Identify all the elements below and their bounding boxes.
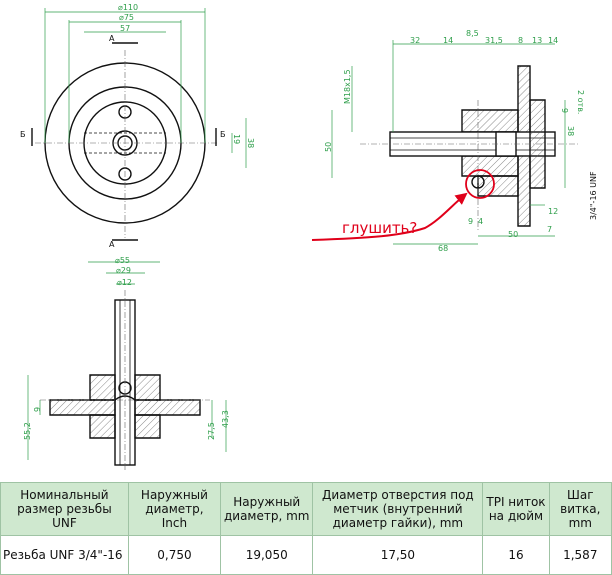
- dim-d55: ⌀55: [115, 256, 130, 265]
- dim-27-5: 27,5: [207, 422, 216, 440]
- dim-50-bottom: 50: [508, 230, 518, 239]
- side-section-view: 32 14 8,5 31,5 8 13 14 50 M18x1,5 9 38 2…: [311, 29, 598, 253]
- bore-end: [114, 395, 136, 401]
- dim-4: 4: [478, 217, 483, 226]
- dim-57: 57: [120, 24, 130, 33]
- technical-drawing: ⌀110 ⌀75 57 А А Б Б 19 38: [20, 3, 598, 470]
- table-header-row: Номинальный размер резьбы UNF Наружный д…: [0, 482, 612, 536]
- dim-14a: 14: [443, 36, 453, 45]
- dim-14b: 14: [548, 36, 558, 45]
- dim-9-bottom: 9: [468, 217, 473, 226]
- dim-12: 12: [548, 207, 558, 216]
- annotation-arrow: [311, 192, 468, 241]
- dim-9-bottom-view: 9: [33, 407, 42, 412]
- thread-spec-table: Номинальный размер резьбы UNF Наружный д…: [0, 482, 612, 575]
- dim-32: 32: [410, 36, 420, 45]
- dim-8: 8: [518, 36, 523, 45]
- dim-9: 9: [560, 108, 569, 113]
- dim-68: 68: [438, 244, 448, 253]
- dim-d12: ⌀12: [117, 278, 132, 287]
- section-letter-a-bottom: А: [109, 240, 115, 249]
- annotation-circle: [465, 169, 495, 199]
- section-letter-b-left: Б: [20, 130, 26, 139]
- annotation-text: глушить?: [342, 219, 417, 237]
- dim-50-left: 50: [324, 142, 333, 152]
- dim-13: 13: [532, 36, 542, 45]
- cell-tap-hole-diameter: 17,50: [312, 535, 484, 575]
- header-tap-hole-diameter: Диаметр отверстия под метчик (внутренний…: [312, 482, 484, 536]
- bottom-section-view: ⌀55 ⌀29 ⌀12 9 55,2 27,5 43,3: [23, 256, 230, 470]
- cell-pitch: 1,587: [548, 535, 612, 575]
- dim-31-5: 31,5: [485, 36, 503, 45]
- table-row: Резьба UNF 3/4"-16 0,750 19,050 17,50 16…: [0, 535, 612, 575]
- dim-43-3: 43,3: [221, 410, 230, 428]
- front-view: ⌀110 ⌀75 57 А А Б Б 19 38: [20, 3, 255, 249]
- dim-8-5: 8,5: [466, 29, 479, 38]
- cell-outer-diameter-inch: 0,750: [127, 535, 222, 575]
- dim-7: 7: [547, 225, 552, 234]
- cell-tpi: 16: [482, 535, 550, 575]
- dim-d75: ⌀75: [119, 13, 134, 22]
- header-tpi: TPI ниток на дюйм: [482, 482, 550, 536]
- header-pitch: Шаг витка, mm: [548, 482, 612, 536]
- dim-d110: ⌀110: [118, 3, 138, 12]
- section-letter-b-right: Б: [220, 130, 226, 139]
- header-outer-diameter-inch: Наружный диаметр, Inch: [127, 482, 222, 536]
- dim-d29: ⌀29: [116, 266, 131, 275]
- header-nominal-size: Номинальный размер резьбы UNF: [0, 482, 129, 536]
- section-letter-a-top: А: [109, 34, 115, 43]
- dim-38: 38: [246, 138, 255, 148]
- dim-38-side: 38: [566, 126, 575, 136]
- cell-outer-diameter-mm: 19,050: [220, 535, 314, 575]
- dim-55-2: 55,2: [23, 422, 32, 440]
- header-outer-diameter-mm: Наружный диаметр, mm: [220, 482, 314, 536]
- thread-unf: 3/4"-16 UNF: [589, 171, 598, 220]
- holes-note: 2 отв.: [576, 90, 585, 114]
- cell-nominal-size: Резьба UNF 3/4"-16: [0, 535, 129, 575]
- dim-19: 19: [232, 134, 241, 144]
- thread-m18: M18x1,5: [343, 69, 352, 104]
